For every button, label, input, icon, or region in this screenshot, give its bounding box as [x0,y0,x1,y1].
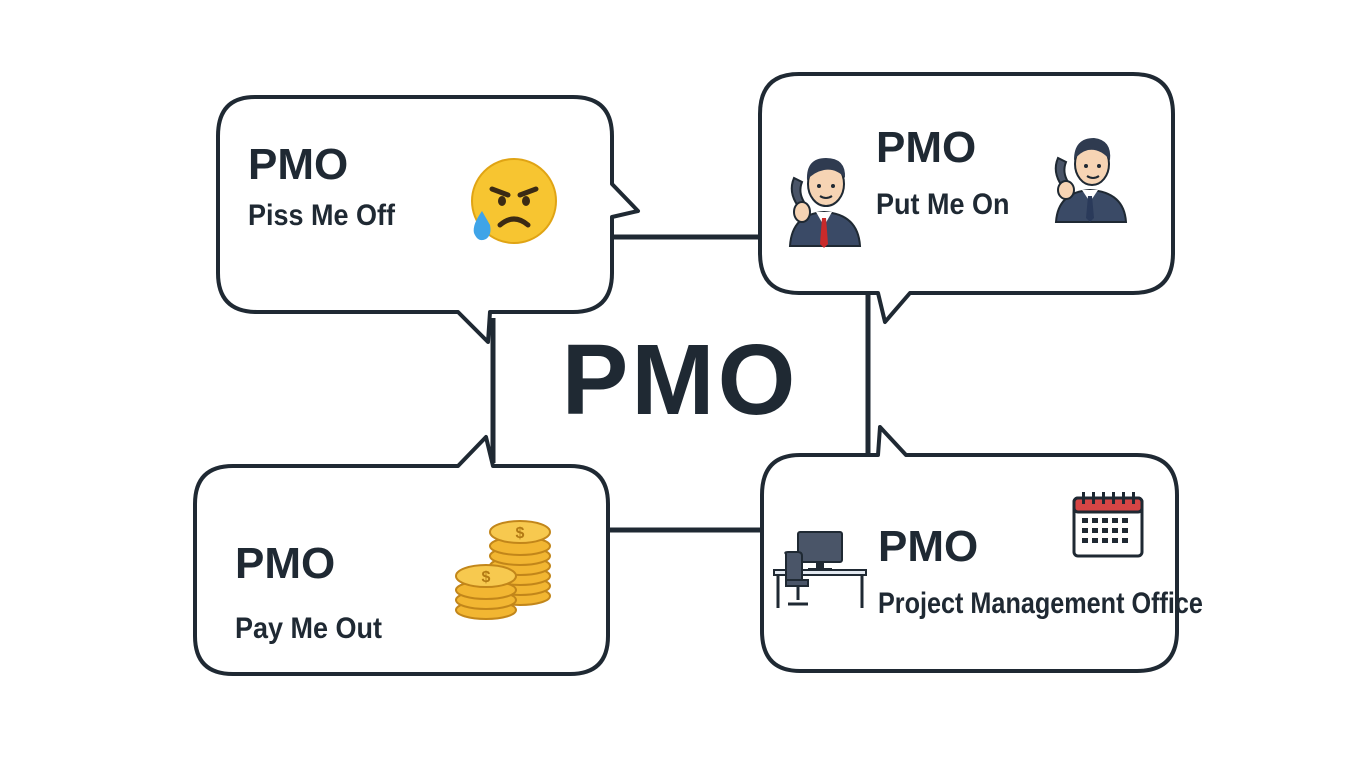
bubble-acronym: PMO [876,123,977,172]
bubble-acronym: PMO [235,539,336,588]
bubble-outline-project-management-office [760,425,1179,673]
svg-text:$: $ [482,569,491,586]
bubble-project-management-office: PMO Project Management Office [878,525,1265,619]
bubble-phrase: Put Me On [876,188,1010,221]
bubble-pay-me-out: PMO Pay Me Out [235,542,398,644]
businessman-phone-icon [1054,138,1128,223]
bubble-piss-me-off: PMO Piss Me Off [248,143,411,231]
calendar-icon [1072,492,1144,558]
coin-stacks-icon: $ $ [455,520,551,620]
angry-crying-face-icon [471,158,557,244]
svg-text:$: $ [516,525,525,542]
bubble-acronym: PMO [248,140,349,189]
bubble-outline-put-me-on [758,72,1175,324]
center-title: PMO [561,323,799,436]
office-desk-icon [773,531,867,608]
bubble-phrase: Piss Me Off [248,199,396,232]
bubble-put-me-on: PMO Put Me On [876,126,1024,220]
businessman-phone-icon [788,158,862,248]
bubble-phrase: Pay Me Out [235,612,383,645]
bubble-phrase: Project Management Office [878,587,1203,620]
bubble-acronym: PMO [878,522,979,571]
bubble-outline-piss-me-off [216,95,640,344]
